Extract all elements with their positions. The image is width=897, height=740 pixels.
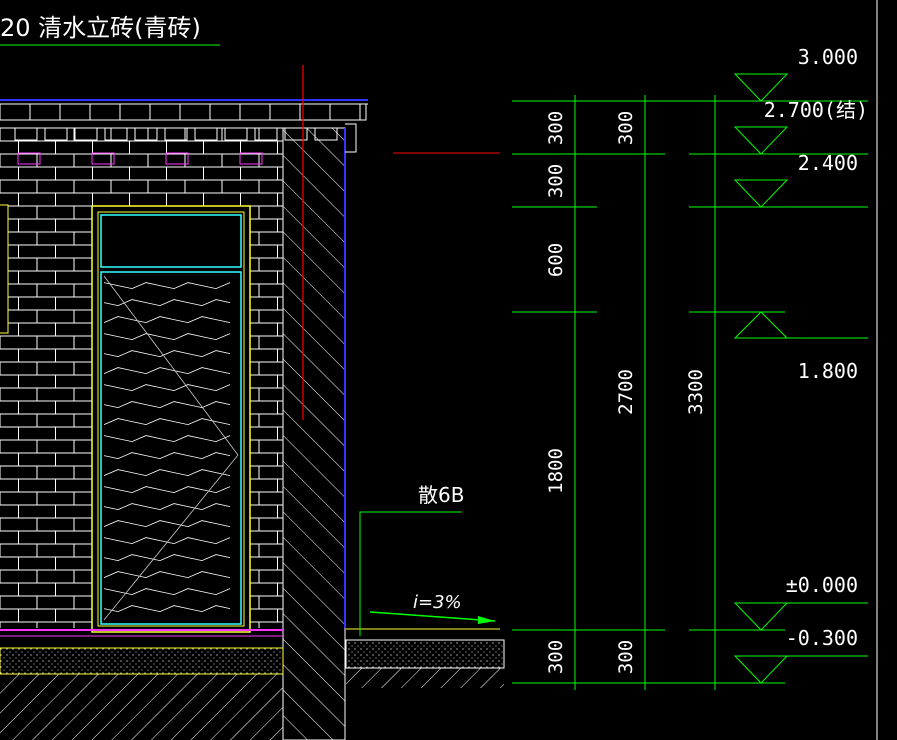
drain-leader [359,511,462,636]
elev-marker-0000 [733,602,789,631]
door-glass [100,271,242,625]
elevation-label: 1.800 [798,359,858,383]
slope-arrowhead [478,616,495,624]
door-swing-line-2 [103,454,239,621]
dimension-value: 2700 [615,369,637,415]
vent-4 [239,152,263,165]
window-frame [91,205,251,633]
ground [0,611,505,740]
door-swing-line-1 [103,275,239,456]
elevation-label: 2.700(结) [764,98,868,122]
elev-marker-2700 [733,126,789,155]
elev-marker-1800 [733,311,789,339]
slope-label: i=3% [413,592,462,613]
drain-label: 散6B [418,483,464,507]
elev-marker-3000 [733,73,789,102]
elevation-label: ±0.000 [786,573,858,597]
drawing-title: 20 清水立砖(青砖) [0,14,201,42]
dimension-value: 300 [545,111,567,145]
dimension-value: 600 [545,243,567,277]
elevation-markers [733,73,789,684]
apron-slab [345,639,505,669]
dimension-value: 3300 [685,369,707,415]
elevation-label: 3.000 [798,45,858,69]
dimension-value: 300 [545,640,567,674]
slope-arrow [369,611,496,622]
dimension-value: 1800 [545,448,567,494]
dimension-value: 300 [615,111,637,145]
vent-3 [165,152,189,165]
wall-section [282,65,500,740]
eave-profile [345,123,357,153]
soil-hatch [0,674,283,740]
side-window-frame [0,204,9,334]
wall-section-hatch [282,127,346,740]
dimension-value: 300 [615,640,637,674]
vent-1 [17,152,41,165]
elev-marker-m300 [733,655,789,684]
window-inner-frame [97,211,245,627]
elevation-label: 2.400 [798,151,858,175]
window [91,205,251,633]
elev-marker-2400 [733,179,789,208]
apron-soil [346,668,504,688]
transom-glass [100,214,242,268]
vent-2 [91,152,115,165]
floor-slab [0,647,284,675]
eave-course [0,103,367,121]
elevation-label: -0.300 [786,626,858,650]
dimension-value: 300 [545,164,567,198]
